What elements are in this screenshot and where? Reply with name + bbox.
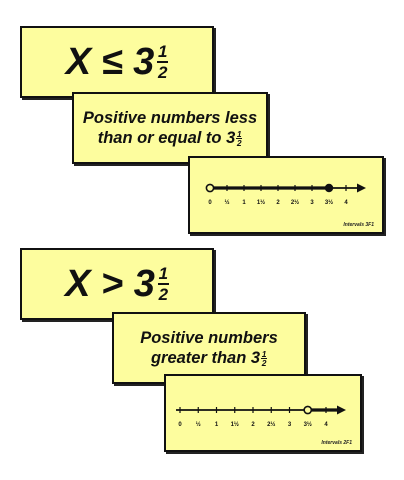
tick-label: 0 xyxy=(208,200,212,206)
tick-label: 3½ xyxy=(304,421,312,428)
number-line-card-1: 0 ½ 1 1½ 2 2½ 3 3½ 4 Intervals 3F1 xyxy=(188,156,384,234)
tick-label: 4 xyxy=(324,422,328,428)
number-line-1: 0 ½ 1 1½ 2 2½ 3 3½ 4 xyxy=(205,183,366,206)
tick-label: 2 xyxy=(276,200,280,206)
tick-label: 3½ xyxy=(325,199,333,206)
tick-label: 1½ xyxy=(257,199,265,206)
words-1-line1: Positive numbers less xyxy=(82,109,258,127)
tick-label: 1½ xyxy=(231,421,239,428)
inequality-2-text: X > 3 xyxy=(65,262,155,305)
card-tag-2: Intervals 2F1 xyxy=(321,440,352,446)
tick-label: 3 xyxy=(288,422,292,428)
tick-label: 2½ xyxy=(291,199,299,206)
number-line-card-2: 0 ½ 1 1½ 2 2½ 3 3½ 4 Intervals 2F1 xyxy=(164,374,362,452)
tick-label: 2 xyxy=(251,422,255,428)
inequality-1-text: X ≤ 3 xyxy=(65,40,155,83)
tick-label: 1 xyxy=(215,422,219,428)
words-2-line1: Positive numbers xyxy=(140,329,278,347)
tick-label: 3 xyxy=(310,200,314,206)
arrow-head-icon xyxy=(337,405,346,415)
number-line-2: 0 ½ 1 1½ 2 2½ 3 3½ 4 xyxy=(176,405,346,428)
tick-label: 2½ xyxy=(267,421,275,428)
open-circle-marker xyxy=(205,183,215,193)
open-circle-marker xyxy=(303,405,313,415)
words-card-1: Positive numbers less than or equal to 3… xyxy=(72,92,268,164)
closed-circle-marker xyxy=(324,183,334,193)
card-tag-1: Intervals 3F1 xyxy=(343,222,374,228)
tick-label: 4 xyxy=(344,200,348,206)
tick-label: 0 xyxy=(178,422,182,428)
arrow-head-icon xyxy=(357,183,366,193)
tick-label: ½ xyxy=(196,421,201,428)
tick-label: 1 xyxy=(242,200,246,206)
tick-label: ½ xyxy=(224,199,229,206)
